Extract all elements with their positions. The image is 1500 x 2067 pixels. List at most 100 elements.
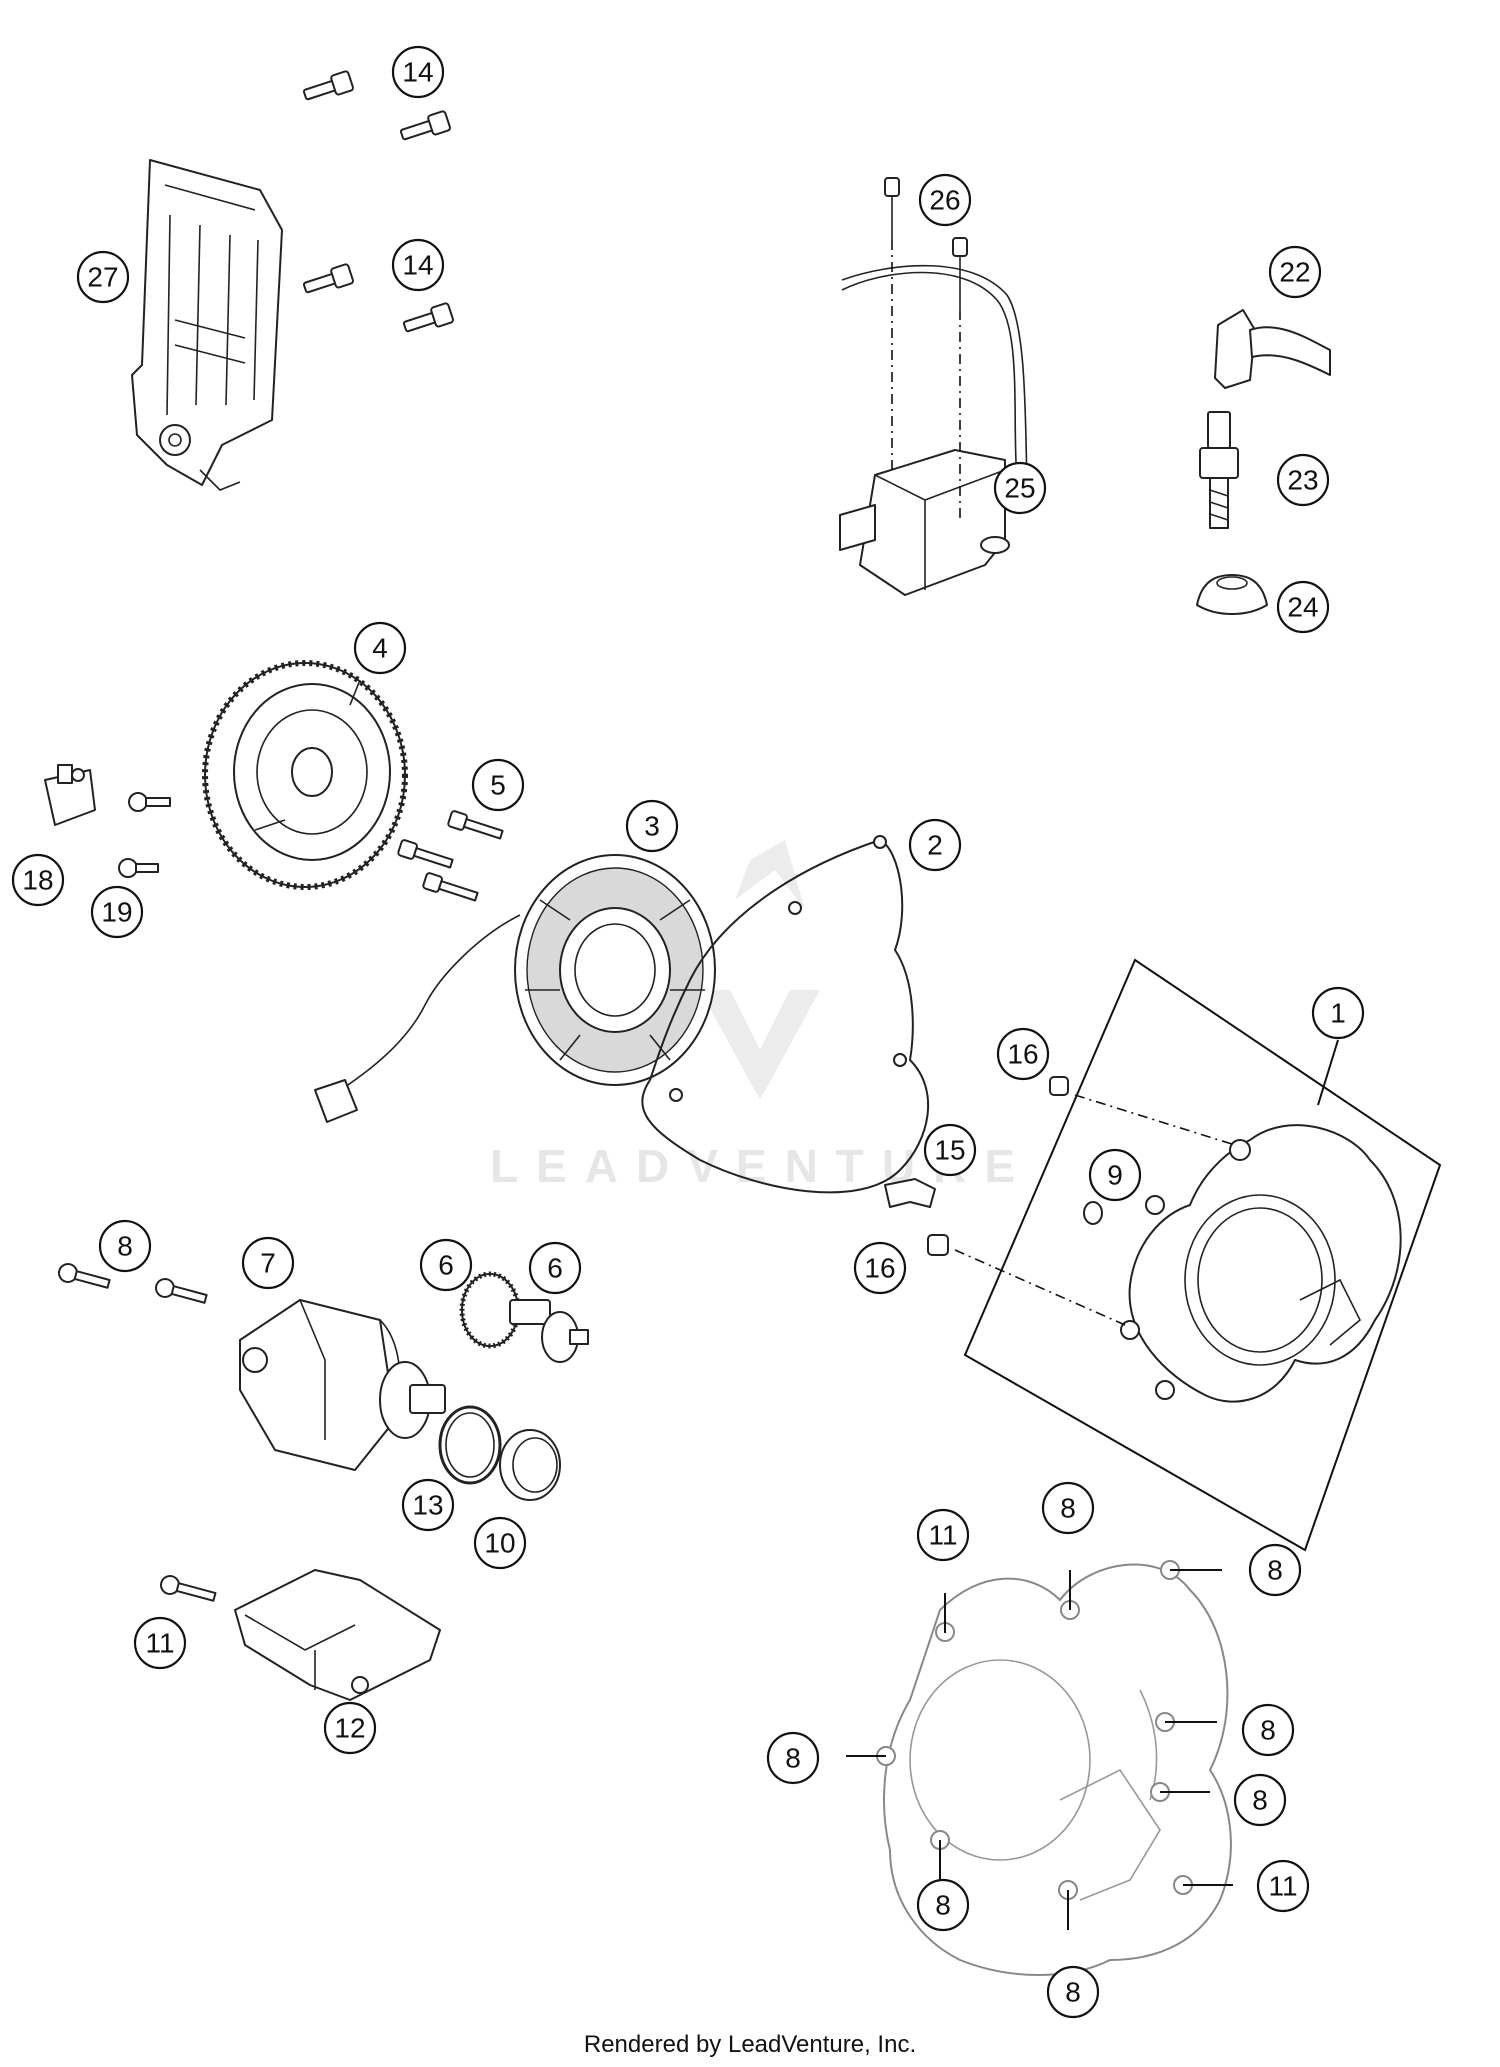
part-16-dowels [927,1076,1236,1326]
part-1-ignition-cover-group [963,958,1442,1552]
callout-18-label: 18 [22,865,53,896]
callout-4: 4 [353,621,407,675]
callout-8-label: 8 [1260,1715,1276,1746]
callout-8: 8 [1041,1481,1095,1535]
callout-15-label: 15 [934,1135,965,1166]
callout-2: 2 [908,818,962,872]
part-9-seal [1083,1201,1103,1225]
part-4-flywheel [202,660,408,890]
part-10-bushing [499,1429,561,1501]
part-12-starter-guard [234,1569,441,1701]
callout-10-label: 10 [484,1528,515,1559]
callout-16: 16 [853,1241,907,1295]
callout-24-label: 24 [1287,592,1318,623]
callout-6-label: 6 [438,1250,454,1281]
callout-25-label: 25 [1004,473,1035,504]
part-11-guard-bolt [160,1575,217,1602]
callout-16-label: 16 [864,1253,895,1284]
callout-18: 18 [11,853,65,907]
callout-8-label: 8 [785,1743,801,1774]
callout-5: 5 [471,758,525,812]
callout-8-label: 8 [1252,1785,1268,1816]
callout-11: 11 [916,1508,970,1562]
callout-8: 8 [1233,1773,1287,1827]
callout-27: 27 [76,250,130,304]
part-14-bolts [302,70,454,333]
part-8-starter-bolts [58,1263,208,1304]
callout-22: 22 [1268,245,1322,299]
callout-7-label: 7 [260,1248,276,1279]
callout-26: 26 [918,173,972,227]
part-6-starter-gears [459,1271,589,1363]
callout-1: 1 [1311,986,1365,1040]
ignition-cover-outer-view [876,1560,1232,1976]
callout-6-label: 6 [547,1253,563,1284]
part-26-coil-bolts [884,177,968,520]
callout-11-label: 11 [928,1520,957,1551]
part-2-gasket [641,835,930,1194]
part-15-clip [884,1178,936,1208]
callouts: 14 14 27 26 22 25 23 24 4 5 3 2 18 19 1 … [11,45,1365,2019]
callout-14-label: 14 [402,250,433,281]
callout-9: 9 [1088,1148,1142,1202]
part-3-stator [314,854,716,1123]
callout-11: 11 [1256,1859,1310,1913]
part-13-o-ring [438,1405,502,1485]
callout-6: 6 [528,1241,582,1295]
callout-15: 15 [923,1123,977,1177]
callout-13-label: 13 [412,1490,443,1521]
callout-26-label: 26 [929,185,960,216]
callout-16-label: 16 [1007,1039,1038,1070]
callout-12: 12 [323,1701,377,1755]
callout-8: 8 [98,1219,152,1273]
callout-16: 16 [996,1027,1050,1081]
callout-11-label: 11 [1268,1871,1297,1902]
part-19-bolts [118,792,171,878]
callout-3-label: 3 [644,811,660,842]
callout-25: 25 [993,461,1047,515]
callout-19: 19 [90,885,144,939]
part-24-plug-seal [1196,574,1268,615]
callout-8-label: 8 [1267,1555,1283,1586]
callout-8: 8 [1046,1965,1100,2019]
callout-11: 11 [133,1616,187,1670]
callout-8-label: 8 [117,1231,133,1262]
part-25-ignition-coil [839,264,1028,596]
callout-8: 8 [1241,1703,1295,1757]
callout-7: 7 [241,1236,295,1290]
callout-2-label: 2 [927,830,943,861]
callout-3: 3 [625,799,679,853]
callout-23-label: 23 [1287,465,1318,496]
callout-12-label: 12 [334,1713,365,1744]
footer-credit: Rendered by LeadVenture, Inc. [584,2031,916,2058]
callout-8-label: 8 [935,1890,951,1921]
callout-1-label: 1 [1330,998,1346,1029]
callout-8-label: 8 [1060,1493,1076,1524]
callout-8: 8 [916,1878,970,1932]
callout-8: 8 [766,1731,820,1785]
part-18-sensor [44,764,96,826]
callout-23: 23 [1276,453,1330,507]
callout-4-label: 4 [372,633,388,664]
callout-9-label: 9 [1107,1160,1123,1191]
callout-10: 10 [473,1516,527,1570]
part-5-stator-screws [397,810,504,902]
callout-13: 13 [401,1478,455,1532]
callout-14-label: 14 [402,57,433,88]
callout-8: 8 [1248,1543,1302,1597]
part-22-spark-plug-cap [1214,309,1331,389]
leader-lines [846,1039,1339,1930]
callout-22-label: 22 [1279,257,1310,288]
part-7-starter-motor [239,1299,446,1471]
part-23-spark-plug [1199,411,1239,529]
callout-19-label: 19 [101,897,132,928]
callout-11-label: 11 [145,1628,174,1659]
part-27-control-unit [131,159,283,491]
callout-6: 6 [419,1238,473,1292]
callout-27-label: 27 [87,262,118,293]
callout-8-label: 8 [1065,1977,1081,2008]
callout-14: 14 [391,45,445,99]
callout-5-label: 5 [490,770,506,801]
callout-24: 24 [1276,580,1330,634]
